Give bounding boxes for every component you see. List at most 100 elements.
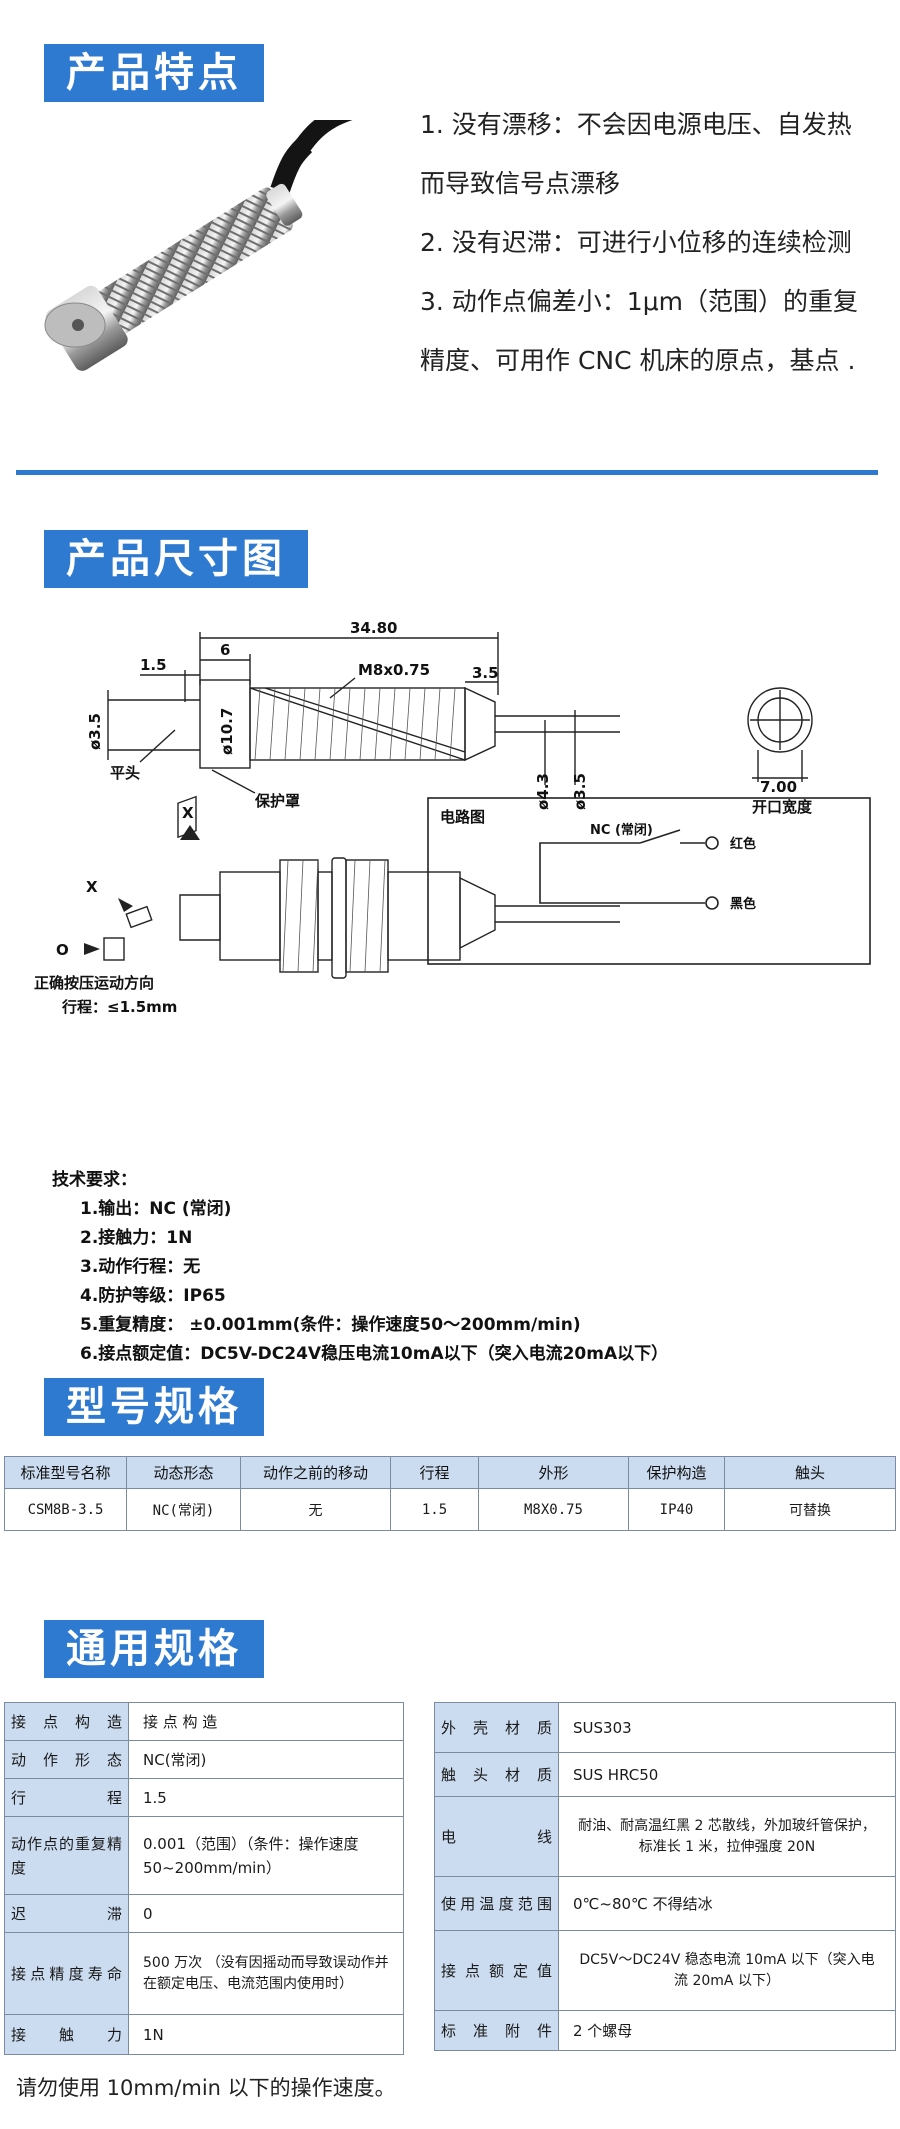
model-col-protection: 保护构造 xyxy=(628,1456,725,1489)
spec-value: SUS303 xyxy=(558,1702,896,1753)
spec-key: 动作点的重复精度 xyxy=(11,1834,122,1877)
sensor-photo xyxy=(44,120,353,371)
feature-line: 2. 没有迟滞：可进行小位移的连续检测 xyxy=(420,228,852,257)
spec-value: 0.001（范围）（条件：操作速度50~200mm/min） xyxy=(128,1816,404,1895)
technical-requirements: 技术要求： 1.输出：NC (常闭) 2.接触力：1N 3.动作行程：无 4.防… xyxy=(52,1166,668,1369)
table-row: 接点额定值 DC5V～DC24V 稳态电流 10mA 以下（突入电流 20mA 以… xyxy=(434,1930,896,2011)
feature-line: 精度、可用作 CNC 机床的原点，基点 . xyxy=(420,346,856,375)
spec-key: 电线 xyxy=(441,1828,552,1846)
spec-key: 接点构造 xyxy=(11,1713,122,1731)
model-banner: 型号规格 xyxy=(44,1378,264,1436)
feature-line: 3. 动作点偏差小：1μm（范围）的重复 xyxy=(420,287,858,316)
feature-list: 1. 没有漂移：不会因电源电压、自发热 而导致信号点漂移 2. 没有迟滞：可进行… xyxy=(420,95,890,390)
tech-item: 4.防护等级：IP65 xyxy=(80,1286,226,1306)
model-cell: M8X0.75 xyxy=(478,1488,629,1531)
spec-value: 耐油、耐高温红黑 2 芯散线，外加玻纤管保护，标准长 1 米，拉伸强度 20N xyxy=(558,1796,896,1877)
usage-note: 请勿使用 10mm/min 以下的操作速度。 xyxy=(16,2076,396,2100)
table-row: 行程 1.5 xyxy=(4,1778,404,1817)
spec-key: 迟滞 xyxy=(11,1905,122,1923)
spec-key: 行程 xyxy=(11,1789,122,1807)
model-cell: NC(常闭) xyxy=(126,1488,241,1531)
spec-table-right: 外壳材质 SUS303 触头材质 SUS HRC50 电线耐油、耐高温红黑 2 芯散… xyxy=(434,1702,896,2051)
dimension-drawing: 34.80 6 1.5 3.5 M8x0.75 ø3.5 ø10.7 ø4.3 … xyxy=(34,619,871,1016)
dia-4-3: ø4.3 xyxy=(534,773,552,810)
model-col-contact: 触头 xyxy=(724,1456,896,1489)
table-row: 接触力 1N xyxy=(4,2014,404,2055)
press-direction-label: 正确按压运动方向 xyxy=(34,974,154,992)
tech-item: 3.动作行程：无 xyxy=(80,1257,201,1277)
dir-o: O xyxy=(56,941,69,959)
dimensions-banner: 产品尺寸图 xyxy=(44,530,308,588)
feature-line: 而导致信号点漂移 xyxy=(420,169,621,198)
spec-key: 触头材质 xyxy=(441,1766,552,1784)
tech-item: 2.接触力：1N xyxy=(80,1228,193,1248)
circuit-title: 电路图 xyxy=(440,808,485,826)
spec-value: 500 万次 （没有因摇动而导致误动作并在额定电压、电流范围内使用时） xyxy=(128,1932,404,2015)
model-header-row: 标准型号名称 动态形态 动作之前的移动 行程 外形 保护构造 触头 xyxy=(4,1456,896,1489)
model-col-stroke: 行程 xyxy=(390,1456,479,1489)
protective-cover-label: 保护罩 xyxy=(254,792,300,810)
table-row: 接点构造接 点 构 造 xyxy=(4,1702,404,1741)
nc-label: NC (常闭) xyxy=(590,822,653,838)
opening-width-label: 开口宽度 xyxy=(752,798,813,816)
spec-key: 使用温度范围 xyxy=(441,1894,552,1913)
model-col-shape: 外形 xyxy=(478,1456,629,1489)
model-cell: IP40 xyxy=(628,1488,725,1531)
spec-value: SUS HRC50 xyxy=(558,1752,896,1797)
dir-x-left: X xyxy=(86,878,98,896)
spec-value: 0℃~80℃ 不得结冰 xyxy=(558,1876,896,1931)
flat-head-label: 平头 xyxy=(110,764,140,782)
dim-6: 6 xyxy=(220,641,230,659)
tech-title: 技术要求： xyxy=(52,1170,137,1190)
spec-value: DC5V～DC24V 稳态电流 10mA 以下（突入电流 20mA 以下） xyxy=(558,1930,896,2011)
tech-item: 1.输出：NC (常闭) xyxy=(80,1199,232,1219)
model-col-pretravel: 动作之前的移动 xyxy=(240,1456,391,1489)
spec-key: 外壳材质 xyxy=(441,1719,552,1737)
spec-value: 1.5 xyxy=(128,1778,404,1817)
dia-3-5-cable: ø3.5 xyxy=(571,773,589,810)
general-banner: 通用规格 xyxy=(44,1620,264,1678)
thread-label: M8x0.75 xyxy=(358,661,430,679)
table-row: 电线耐油、耐高温红黑 2 芯散线，外加玻纤管保护，标准长 1 米，拉伸强度 20… xyxy=(434,1796,896,1877)
model-table: 标准型号名称 动态形态 动作之前的移动 行程 外形 保护构造 触头 CSM8B-… xyxy=(4,1456,896,1531)
wire-red-label: 红色 xyxy=(730,836,756,852)
spec-value: 接 点 构 造 xyxy=(128,1702,404,1741)
dim-total-length: 34.80 xyxy=(350,619,397,637)
table-row: CSM8B-3.5 NC(常闭) 无 1.5 M8X0.75 IP40 可替换 xyxy=(4,1488,896,1531)
tech-item: 5.重复精度： ±0.001mm(条件：操作速度50～200mm/min) xyxy=(80,1315,581,1335)
dim-1-5: 1.5 xyxy=(140,656,167,674)
wire-black-label: 黑色 xyxy=(730,896,756,912)
dia-3-5-left: ø3.5 xyxy=(86,713,104,750)
table-row: 动作形态 NC(常闭) xyxy=(4,1740,404,1779)
dia-10-7: ø10.7 xyxy=(218,708,236,755)
table-row: 触头材质 SUS HRC50 xyxy=(434,1752,896,1797)
table-row: 迟滞 0 xyxy=(4,1894,404,1933)
table-row: 接点精度寿命 500 万次 （没有因摇动而导致误动作并在额定电压、电流范围内使用时… xyxy=(4,1932,404,2015)
spec-value: NC(常闭) xyxy=(128,1740,404,1779)
table-row: 标准附件 2 个螺母 xyxy=(434,2010,896,2051)
model-col-form: 动态形态 xyxy=(126,1456,241,1489)
spec-key: 接点额定值 xyxy=(441,1962,552,1980)
spec-value: 0 xyxy=(128,1894,404,1933)
spec-value: 2 个螺母 xyxy=(558,2010,896,2051)
stroke-label: 行程：≤1.5mm xyxy=(61,998,177,1016)
table-row: 使用温度范围 0℃~80℃ 不得结冰 xyxy=(434,1876,896,1931)
feature-line: 1. 没有漂移：不会因电源电压、自发热 xyxy=(420,110,852,139)
features-banner: 产品特点 xyxy=(44,44,264,102)
model-col-name: 标准型号名称 xyxy=(4,1456,127,1489)
section-divider xyxy=(16,470,878,475)
spec-key: 动作形态 xyxy=(11,1751,122,1769)
spec-value: 1N xyxy=(128,2014,404,2055)
spec-key: 接点精度寿命 xyxy=(11,1964,122,1983)
table-row: 外壳材质 SUS303 xyxy=(434,1702,896,1753)
spec-key: 接触力 xyxy=(11,2026,122,2044)
spec-key: 标准附件 xyxy=(441,2022,552,2040)
dim-3-5-right: 3.5 xyxy=(472,664,499,682)
model-cell: CSM8B-3.5 xyxy=(4,1488,127,1531)
model-cell: 1.5 xyxy=(390,1488,479,1531)
opening-width-value: 7.00 xyxy=(760,778,797,796)
model-cell: 可替换 xyxy=(724,1488,896,1531)
model-cell: 无 xyxy=(240,1488,391,1531)
